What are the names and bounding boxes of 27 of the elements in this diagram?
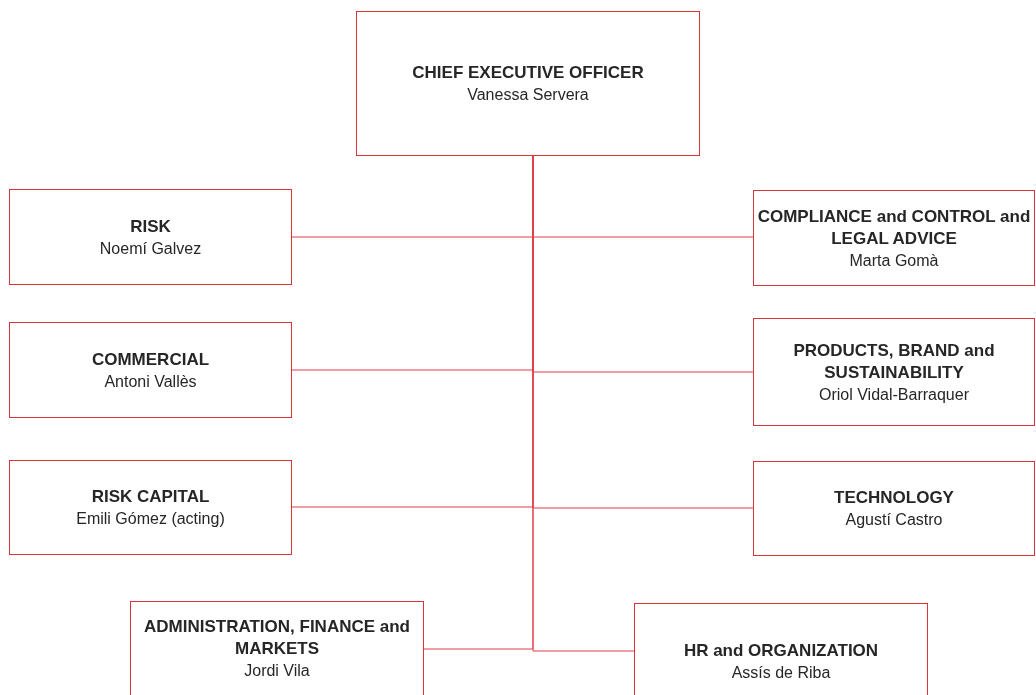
position-title: ADMINISTRATION, FINANCE and MARKETS — [143, 616, 411, 660]
position-title: COMMERCIAL — [91, 348, 210, 371]
person-name: Noemí Galvez — [99, 238, 202, 259]
position-title: HR and ORGANIZATION — [683, 640, 879, 662]
org-box — [753, 318, 1035, 426]
person-name: Agustí Castro — [845, 510, 943, 530]
org-box — [9, 189, 292, 285]
position-title: TECHNOLOGY — [834, 487, 954, 509]
person-name: Assís de Riba — [731, 663, 831, 683]
org-box — [9, 322, 292, 418]
position-title: RISK — [130, 215, 171, 238]
org-box — [753, 461, 1035, 556]
position-title: RISK CAPITAL — [91, 486, 210, 508]
person-name: Vanessa Servera — [467, 85, 589, 105]
org-box — [130, 601, 424, 695]
org-box — [634, 603, 928, 695]
person-name: Marta Gomà — [849, 250, 939, 271]
person-name: Emili Gómez (acting) — [76, 509, 225, 529]
org-box — [753, 190, 1035, 286]
position-title: CHIEF EXECUTIVE OFFICER — [412, 62, 644, 84]
position-title: COMPLIANCE and CONTROL and LEGAL ADVICE — [756, 205, 1032, 250]
org-box — [356, 11, 700, 156]
person-name: Antoni Vallès — [104, 371, 197, 392]
position-title: PRODUCTS, BRAND and SUSTAINABILITY — [792, 339, 996, 384]
org-box — [9, 460, 292, 555]
person-name: Oriol Vidal-Barraquer — [819, 384, 969, 405]
person-name: Jordi Vila — [244, 661, 310, 681]
